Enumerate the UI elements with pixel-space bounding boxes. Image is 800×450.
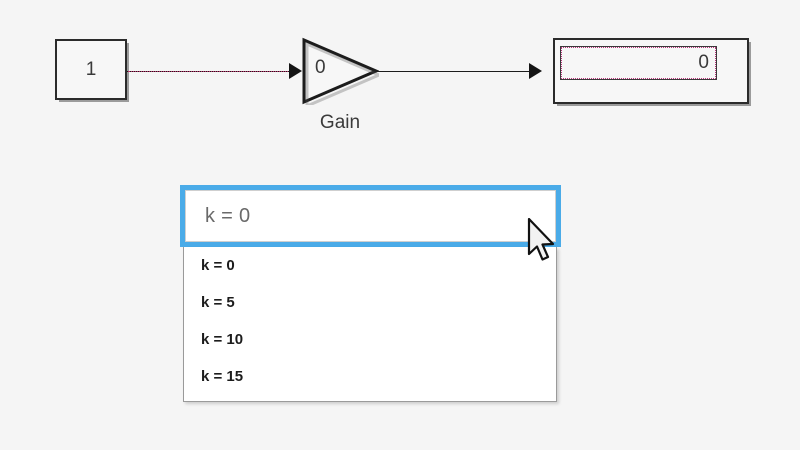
dropdown-field[interactable]: k = 0 [185,190,556,242]
dropdown-option-1[interactable]: k = 5 [184,284,556,321]
wire-constant-to-gain-arrowhead [289,63,302,79]
dropdown-option-label: k = 15 [201,368,244,385]
dropdown-option-label: k = 10 [201,331,244,348]
display-block-value: 0 [698,52,709,73]
display-block-readout: 0 [560,46,717,80]
dropdown-option-3[interactable]: k = 15 [184,358,556,395]
dropdown-option-2[interactable]: k = 10 [184,321,556,358]
wire-constant-to-gain-highlight [128,71,288,72]
display-block[interactable]: 0 [553,38,749,104]
display-readout-dash-bottom [561,78,716,79]
display-readout-dash-right [715,47,716,79]
dropdown-selected-value: k = 0 [205,204,251,227]
gain-block[interactable]: 0 [301,37,379,105]
dropdown-option-label: k = 0 [201,257,235,274]
gain-block-value: 0 [315,57,326,78]
dropdown-option-0[interactable]: k = 0 [184,247,556,284]
dropdown-option-list[interactable]: k = 0 k = 5 k = 10 k = 15 [183,247,557,402]
display-readout-dash-top [561,47,716,48]
constant-block[interactable]: 1 [55,39,127,100]
display-readout-dash-left [561,47,562,79]
wire-gain-to-display[interactable] [376,71,531,72]
dropdown-option-label: k = 5 [201,294,235,311]
gain-triangle-icon [302,37,379,105]
dropdown-field-focus-ring: k = 0 [180,185,561,247]
wire-gain-to-display-arrowhead [529,63,542,79]
gain-block-label: Gain [319,112,361,133]
constant-block-value: 1 [85,58,97,80]
